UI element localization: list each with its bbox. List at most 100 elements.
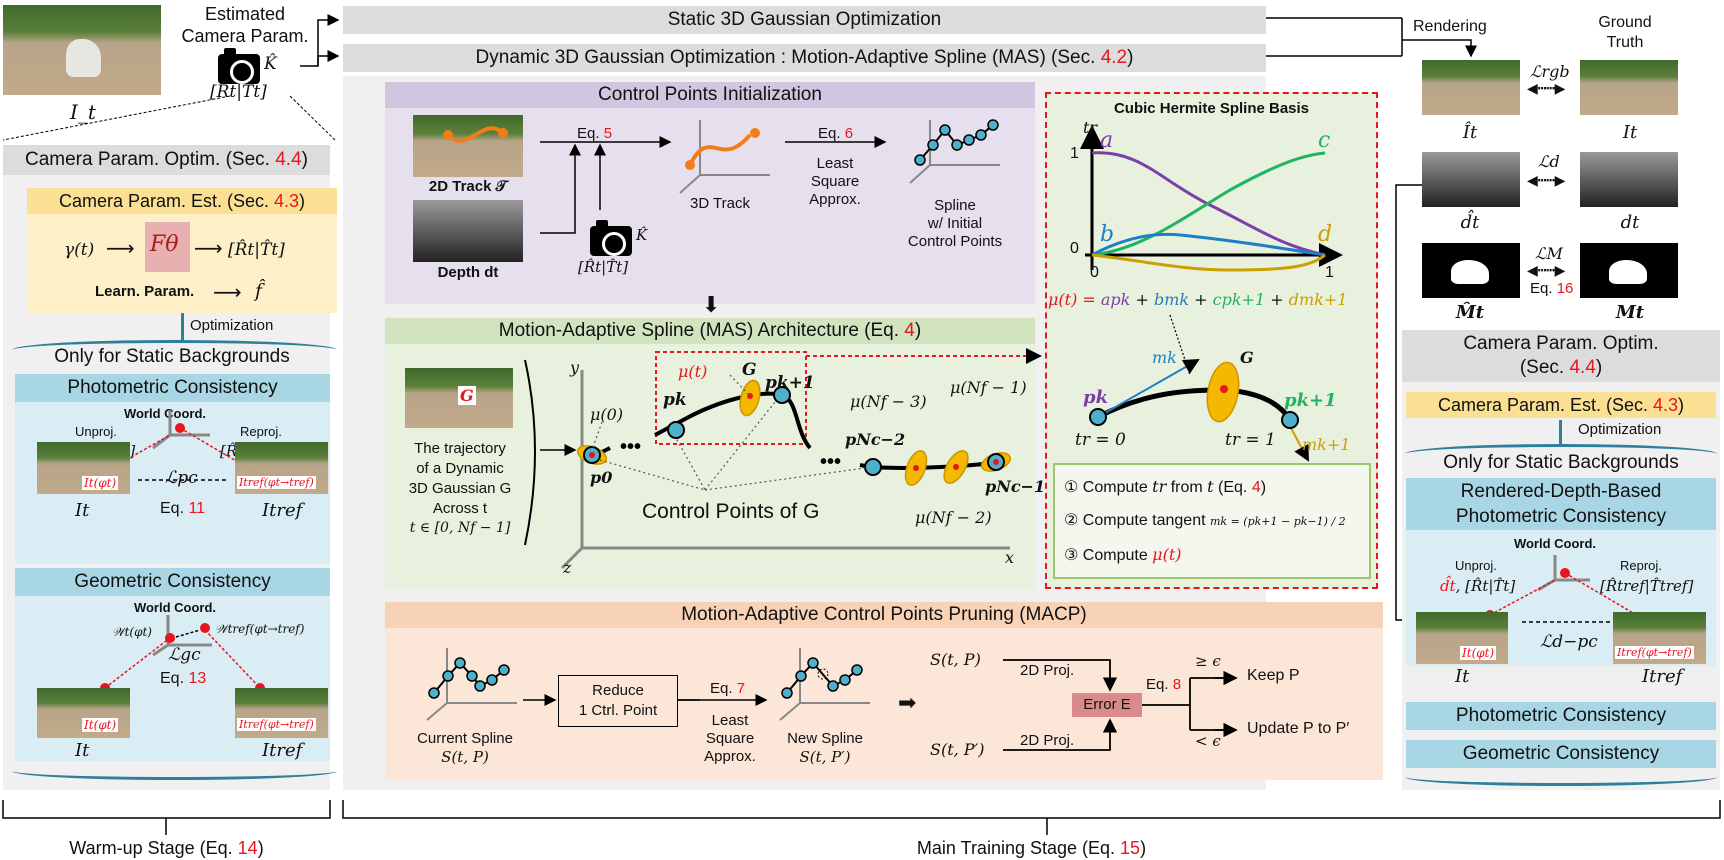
eq-ref: 5 bbox=[603, 125, 613, 142]
plus: + bbox=[1130, 290, 1154, 309]
dynamic-optimization-bar: Dynamic 3D Gaussian Optimization : Motio… bbox=[343, 44, 1266, 72]
eq-text: Eq. bbox=[710, 680, 737, 697]
camera-icon bbox=[590, 220, 632, 256]
label-pnc1: pNc−1 bbox=[985, 477, 1046, 496]
axis-z: z bbox=[563, 558, 572, 577]
warmup-text: Warm-up Stage (Eq. bbox=[69, 838, 238, 858]
eq-ref: 6 bbox=[844, 125, 854, 142]
right-optim-title-2: (Sec. 4.4) bbox=[1402, 356, 1720, 380]
curve-d-label: d bbox=[1318, 222, 1333, 247]
optimization-label: Optimization bbox=[190, 317, 274, 334]
lsa-1: Least bbox=[711, 712, 749, 729]
img-left-label: It bbox=[1455, 666, 1470, 687]
lt-epsilon: < ϵ bbox=[1195, 732, 1221, 750]
spline-label-2: w/ Initial bbox=[927, 215, 983, 232]
mas-title-close: ) bbox=[914, 320, 922, 341]
dynamic-bar-text: Dynamic 3D Gaussian Optimization : Motio… bbox=[475, 47, 1101, 68]
eq-8: Eq. 8 bbox=[1146, 676, 1181, 693]
eq-13: Eq. 13 bbox=[160, 670, 206, 688]
label-pk: pk bbox=[663, 390, 687, 410]
est-title-close: ) bbox=[299, 191, 306, 211]
rendered-depth-image bbox=[1422, 152, 1520, 207]
brace-top bbox=[1405, 444, 1717, 464]
input-frame-label: I_t bbox=[70, 100, 96, 124]
step-math: mk = (pk+1 − pk−1) / 2 bbox=[1210, 515, 1346, 528]
world-coord-label: World Coord. bbox=[123, 406, 207, 421]
img-left-label: It bbox=[75, 500, 90, 521]
segment-g: G bbox=[1240, 348, 1254, 367]
f-hat-label: f̂ bbox=[255, 280, 263, 302]
brace-bottom bbox=[1405, 768, 1717, 786]
cpi-title: Control Points Initialization bbox=[385, 82, 1035, 108]
right-geometric-bar: Geometric Consistency bbox=[1406, 740, 1716, 768]
cpi-arrows bbox=[540, 136, 887, 234]
static-bar-text: Static 3D Gaussian Optimization bbox=[667, 9, 942, 30]
spline-label-3: Control Points bbox=[907, 233, 1003, 250]
label-pk1: pk+1 bbox=[765, 373, 815, 393]
rdb-title-1: Rendered-Depth-Based bbox=[1460, 481, 1662, 502]
lsa-3: Approx. bbox=[809, 191, 861, 208]
gt-label-1: Ground bbox=[1598, 14, 1652, 31]
tick-x0: 0 bbox=[1090, 264, 1099, 281]
mas-section bbox=[385, 318, 1035, 590]
w-left-label: 𝒲t(φt) bbox=[112, 625, 152, 639]
reproj-label: Reproj. bbox=[1620, 558, 1662, 573]
dynamic-bar-ref: 4.2 bbox=[1100, 47, 1128, 68]
track-3d-label: 3D Track bbox=[689, 195, 750, 212]
unproj-label: Unproj. bbox=[75, 424, 117, 439]
gt-rgb-image bbox=[1580, 60, 1678, 115]
eq-text: Eq. bbox=[1530, 280, 1557, 297]
desc-4: Across t bbox=[432, 500, 488, 517]
unproj-math: d̂t, [R̂t|T̂t] bbox=[1440, 577, 1515, 595]
eq-text: Eq. bbox=[160, 670, 189, 687]
formula-lhs: μ(t) = bbox=[1048, 290, 1101, 309]
sec-ref: 4.4 bbox=[1569, 357, 1596, 378]
down-arrow-icon: ⬇ bbox=[702, 292, 721, 317]
rt-label: [R̂t|T̂t] bbox=[578, 258, 629, 276]
world-coord-label: World Coord. bbox=[1513, 536, 1597, 551]
spline-init-plot bbox=[909, 119, 1000, 184]
label-pnc2: pNc−2 bbox=[845, 430, 906, 449]
double-arrow-icon: ◀┅┅▶ bbox=[1527, 172, 1566, 188]
step-text: (Eq. bbox=[1213, 479, 1252, 496]
lsa-3: Approx. bbox=[704, 748, 756, 765]
eq-text: Eq. bbox=[818, 125, 845, 142]
svg-text:•••: ••• bbox=[620, 436, 641, 458]
track-2d-label: 2D Track 𝒯 bbox=[428, 178, 508, 195]
macp-arrow-2 bbox=[678, 694, 768, 706]
main-ref: 15 bbox=[1120, 838, 1141, 858]
reproj-math: [R̂tref|T̂tref] bbox=[1600, 577, 1694, 595]
step-3: ③ Compute μ(t) bbox=[1064, 545, 1181, 565]
f-theta-label: Fθ bbox=[150, 232, 179, 257]
step-close: ) bbox=[1260, 479, 1267, 496]
step-text: Compute bbox=[1082, 547, 1153, 564]
left-panel-title: Camera Param. Optim. (Sec. 4.4) bbox=[3, 145, 330, 175]
macp-error-flow bbox=[1003, 659, 1238, 751]
estimated-camera-title-2: Camera Param. bbox=[181, 26, 309, 46]
tick-y1: 1 bbox=[1070, 145, 1079, 162]
step-num: ① bbox=[1064, 479, 1079, 496]
img-right-label: Itref bbox=[262, 740, 303, 761]
i-hat-label: Ît bbox=[1462, 122, 1478, 143]
img-right-label: Itref bbox=[262, 500, 303, 521]
formula-b: bmk bbox=[1153, 290, 1190, 309]
eq-ref: 7 bbox=[736, 680, 746, 697]
loss-d: ℒd bbox=[1538, 152, 1560, 171]
segment-mk1: mk+1 bbox=[1302, 435, 1351, 454]
k-hat-label: K̂ bbox=[264, 54, 277, 74]
photometric-title: Photometric Consistency bbox=[15, 374, 330, 402]
step-2: ② Compute tangent mk = (pk+1 − pk−1) / 2 bbox=[1064, 510, 1346, 530]
loss-rgb: ℒrgb bbox=[1530, 62, 1570, 81]
camera-icon bbox=[218, 48, 260, 84]
static-bg-label: Only for Static Backgrounds bbox=[54, 346, 290, 367]
left-title-text: Camera Param. Optim. (Sec. bbox=[25, 149, 276, 170]
eq-ref: 8 bbox=[1172, 676, 1182, 693]
est-close: ) bbox=[1678, 395, 1685, 415]
est-ref: 4.3 bbox=[1653, 395, 1679, 415]
step-1: ① Compute tr from t (Eq. 4) bbox=[1064, 477, 1266, 497]
hermite-title: Cubic Hermite Spline Basis bbox=[1113, 100, 1310, 117]
curve-c-label: c bbox=[1318, 128, 1331, 153]
segment-pk1: pk+1 bbox=[1284, 390, 1337, 411]
depth-label: Depth dt bbox=[437, 264, 499, 281]
